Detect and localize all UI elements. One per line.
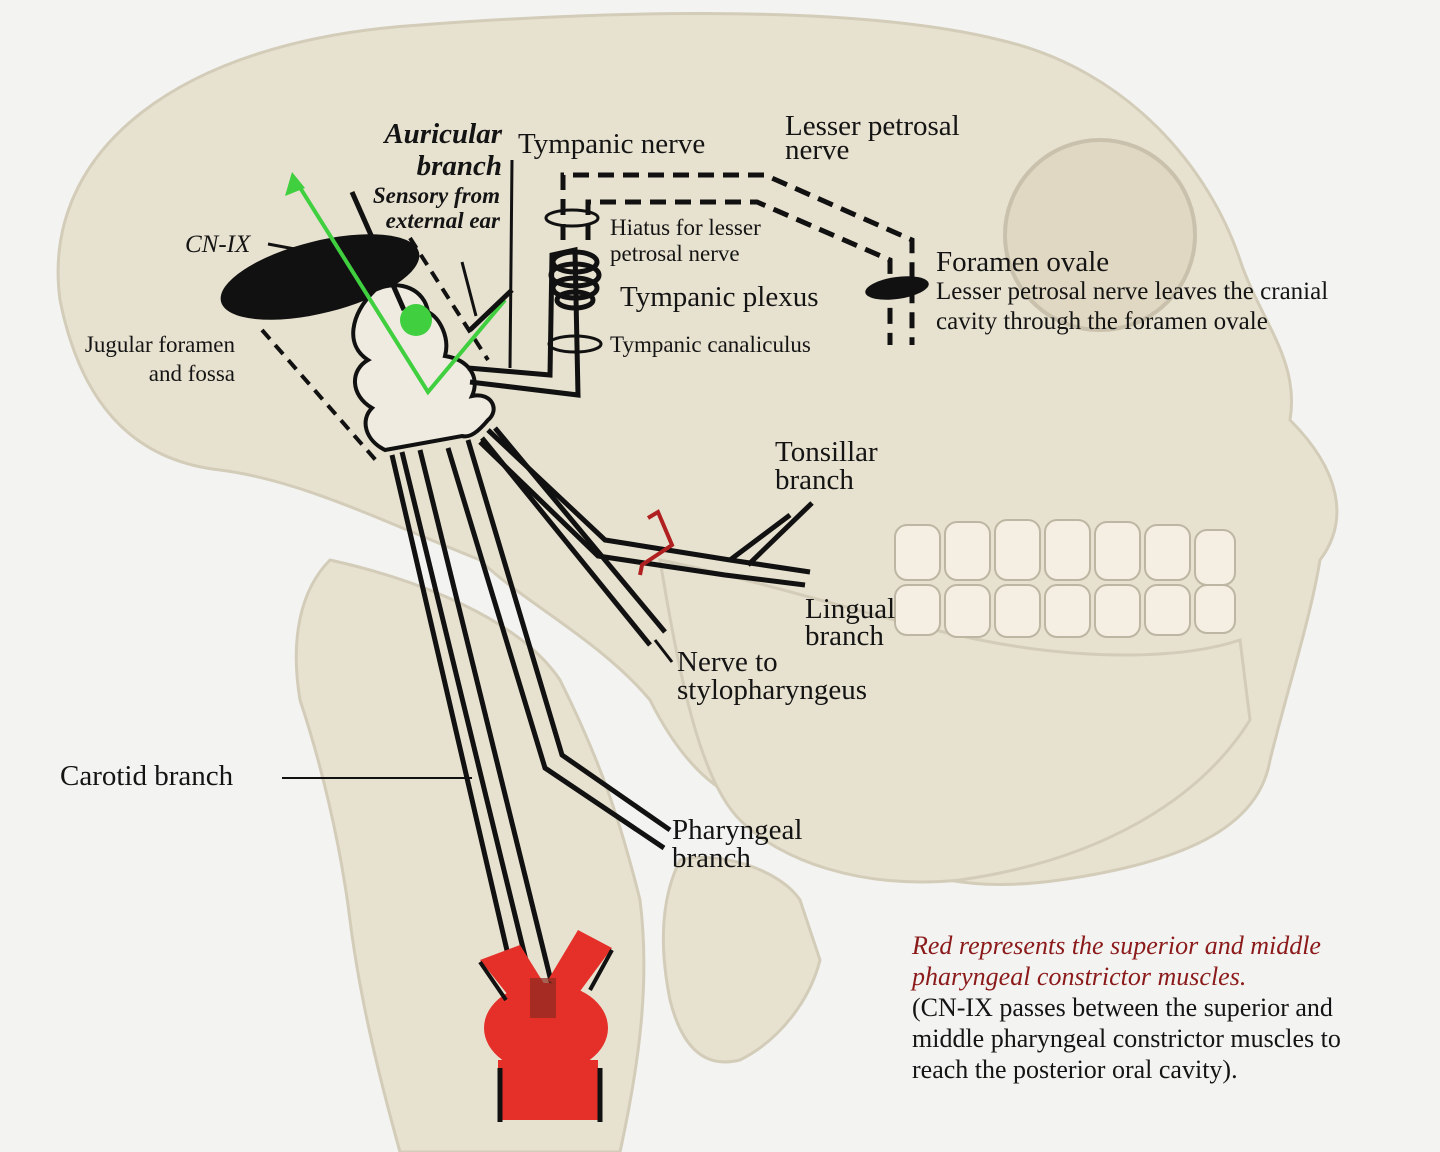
canaliculus-ring <box>547 334 603 354</box>
legend-note: Red represents the superior and middle p… <box>912 930 1432 1085</box>
pharyngeal-branch-a <box>465 439 672 833</box>
note-red-line-1: Red represents the superior and middle <box>912 931 1321 960</box>
pharyngeal-branch-b <box>445 447 666 851</box>
label-tympanic-nerve: Tympanic nerve <box>518 128 706 160</box>
label-hiatus-1: Hiatus for lesser <box>610 215 761 240</box>
label-carotid: Carotid branch <box>60 760 234 792</box>
label-tonsillar-1: Tonsillar <box>775 436 878 468</box>
label-foramen-note-2: cavity through the foramen ovale <box>936 308 1268 335</box>
stylo-pointer <box>653 639 674 663</box>
cn-ix-pointer <box>267 242 301 252</box>
label-auricular-1: Auricular <box>384 118 502 150</box>
stylo-line-b <box>480 436 652 647</box>
label-sensory-2: external ear <box>385 208 500 233</box>
lingual-branch-lower <box>478 440 806 588</box>
carotid-line-b <box>399 451 535 986</box>
label-sensory-1: Sensory from <box>372 183 500 208</box>
constrictor-bracket <box>638 509 675 576</box>
label-foramen-ovale: Foramen ovale <box>936 246 1110 278</box>
label-auricular-2: branch <box>416 150 502 182</box>
label-foramen-note-1: Lesser petrosal nerve leaves the cranial <box>936 278 1329 305</box>
label-jugular-2: and fossa <box>148 361 235 386</box>
note-red-line-2: pharyngeal constrictor muscles. <box>912 962 1247 991</box>
fossa-dashed-left <box>260 328 382 467</box>
note-line-2: middle pharyngeal constrictor muscles to <box>912 1024 1341 1053</box>
auricular-branch-line <box>468 288 514 332</box>
label-stylo-2: stylopharyngeus <box>677 674 868 706</box>
tympanic-plexus-coil <box>548 249 602 311</box>
jugular-foramen-shape <box>220 234 420 320</box>
lesser-petrosal-dashed-outer <box>560 172 915 345</box>
auricular-sensory-path <box>292 176 507 396</box>
label-stylo-1: Nerve to <box>677 646 778 678</box>
note-line-1: (CN-IX passes between the superior and <box>912 993 1333 1022</box>
label-lesser-petrosal-2: nerve <box>785 134 850 166</box>
pharyngeal-constrictor-muscles <box>478 930 614 1122</box>
cn-ix-trunk-a <box>349 190 407 312</box>
label-hiatus-2: petrosal nerve <box>610 241 740 266</box>
label-lesser-petrosal-1: Lesser petrosal <box>785 110 960 142</box>
note-line-3: reach the posterior oral cavity). <box>912 1055 1238 1084</box>
hiatus-ring <box>544 208 600 228</box>
label-pharyngeal-1: Pharyngeal <box>672 814 803 846</box>
foramen-ovale-shape <box>865 276 929 300</box>
stylo-line-a <box>493 426 667 634</box>
label-tonsillar-2: branch <box>775 464 854 496</box>
green-arrowhead <box>285 172 305 196</box>
label-lingual-1: Lingual <box>805 593 896 625</box>
tonsillar-branch-line-a <box>728 513 792 562</box>
label-tympanic-plexus: Tympanic plexus <box>620 281 819 313</box>
sensory-ganglion-dot <box>400 304 432 336</box>
auricular-pointer <box>460 261 478 317</box>
carotid-line-c <box>389 454 518 986</box>
tympanic-nerve-pointer <box>508 159 514 369</box>
orbit <box>1003 138 1197 332</box>
label-cn-ix: CN-IX <box>185 231 251 258</box>
carotid-line-a <box>417 449 555 986</box>
tonsillar-branch-line-b <box>746 501 814 567</box>
label-lingual-2: branch <box>805 620 884 652</box>
teeth-row <box>894 519 1236 638</box>
hyoid-larynx <box>661 855 822 1064</box>
label-pharyngeal-2: branch <box>672 842 751 874</box>
label-jugular-1: Jugular foramen <box>84 332 235 357</box>
fossa-dashed-right <box>408 236 490 362</box>
label-tympanic-canaliculus: Tympanic canaliculus <box>610 332 811 357</box>
